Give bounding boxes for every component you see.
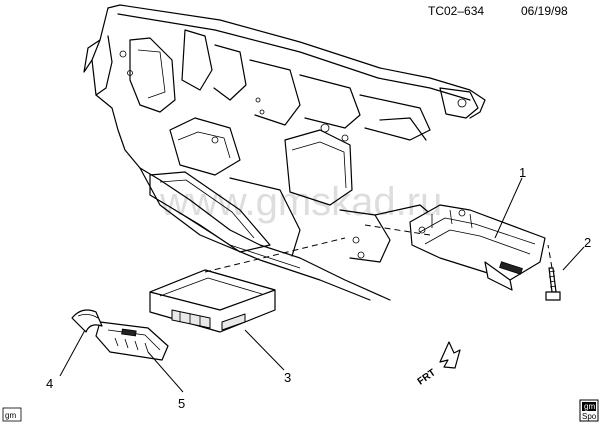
install-line-bolt bbox=[547, 244, 553, 269]
callout-3: 3 bbox=[284, 370, 291, 385]
svg-text:Spo: Spo bbox=[582, 412, 597, 421]
svg-text:gm: gm bbox=[5, 411, 16, 420]
callout-5: 5 bbox=[178, 396, 185, 411]
drawing-code: TC02–634 bbox=[428, 4, 484, 18]
callout-2: 2 bbox=[584, 235, 591, 250]
install-line-bracket bbox=[364, 224, 431, 236]
bolt bbox=[545, 267, 561, 301]
drawing-date: 06/19/98 bbox=[521, 4, 568, 18]
instrument-panel-frame bbox=[83, 4, 486, 301]
leader-5 bbox=[147, 351, 184, 393]
front-direction-arrow: FRT bbox=[416, 341, 461, 388]
control-module bbox=[149, 269, 276, 333]
leader-3 bbox=[244, 329, 285, 371]
svg-text:gm: gm bbox=[584, 402, 595, 411]
leader-4 bbox=[59, 329, 86, 377]
install-line-module bbox=[204, 237, 346, 273]
leader-1 bbox=[494, 177, 523, 239]
gm-corner-logo: gm bbox=[2, 407, 22, 422]
leader-2 bbox=[562, 246, 585, 271]
watermark: www.gmskad.ru bbox=[159, 180, 442, 224]
gm-spo-logo: gm Spo bbox=[579, 399, 599, 422]
front-label: FRT bbox=[416, 367, 438, 387]
callout-1: 1 bbox=[519, 165, 526, 180]
wiring-connector bbox=[71, 309, 169, 361]
callout-4: 4 bbox=[46, 376, 53, 391]
mounting-bracket bbox=[409, 204, 546, 291]
